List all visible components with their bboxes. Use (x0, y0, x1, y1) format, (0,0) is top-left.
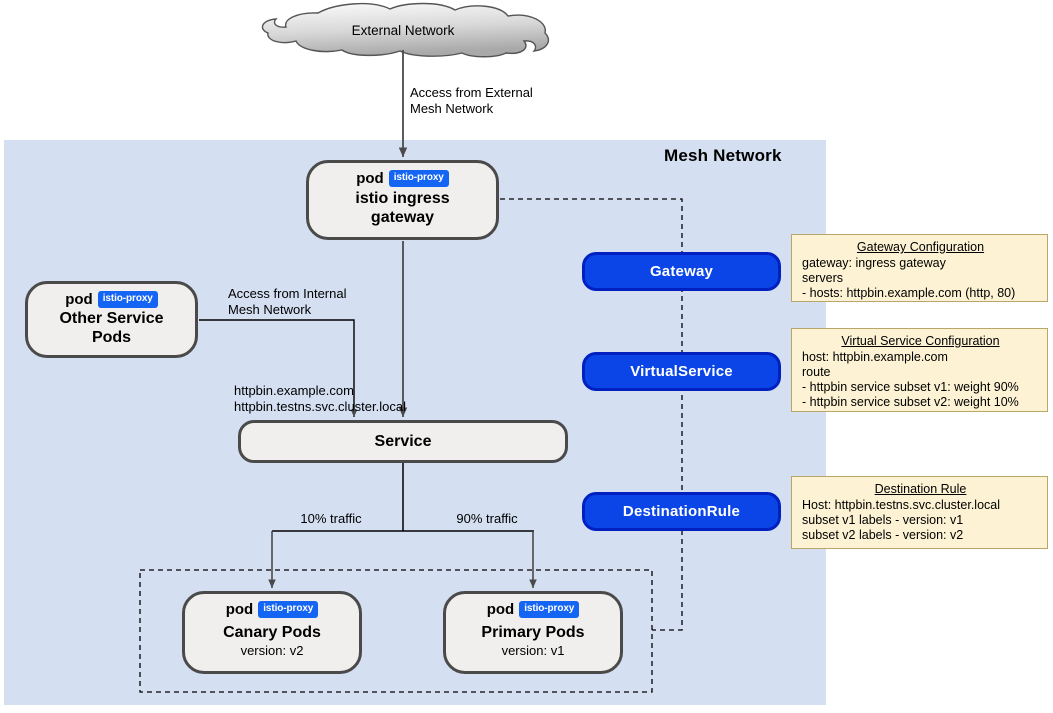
edge-label-primary-traffic: 90% traffic (456, 511, 518, 526)
node-canary-pods[interactable]: pod istio-proxy Canary Pods version: v2 (182, 591, 362, 674)
node-body: Primary Pods version: v1 (481, 623, 584, 659)
node-subtitle: version: v2 (240, 642, 304, 658)
note-destination-rule: Destination Rule Host: httpbin.testns.sv… (791, 476, 1048, 549)
resource-destinationrule[interactable]: DestinationRule (582, 492, 781, 531)
node-other-service-pods[interactable]: pod istio-proxy Other Service Pods (25, 281, 198, 358)
note-line: subset v2 labels - version: v2 (802, 528, 964, 542)
pod-label: pod (65, 291, 93, 308)
istio-proxy-badge: istio-proxy (258, 601, 319, 618)
note-line: - httpbin service subset v1: weight 90% (802, 380, 1019, 394)
resource-virtualservice[interactable]: VirtualService (582, 352, 781, 391)
node-service[interactable]: Service (238, 420, 568, 463)
external-network-cloud (261, 2, 549, 58)
pod-header: pod istio-proxy (356, 170, 449, 187)
pod-label: pod (225, 601, 254, 618)
mesh-network-label: Mesh Network (664, 146, 782, 165)
resource-gateway[interactable]: Gateway (582, 252, 781, 291)
node-subtitle: version: v1 (501, 642, 565, 658)
node-body: Canary Pods version: v2 (223, 623, 321, 659)
edge-otherpods-to-service (199, 319, 358, 417)
note-line: Host: httpbin.testns.svc.cluster.local (802, 498, 1001, 512)
node-primary-pods[interactable]: pod istio-proxy Primary Pods version: v1 (443, 591, 623, 674)
note-virtual-service-configuration: Virtual Service Configuration host: http… (791, 328, 1048, 412)
pods-group-container (139, 569, 653, 693)
edge-label-canary-traffic: 10% traffic (300, 511, 362, 526)
edge-label-external-access: Access from External Mesh Network (410, 85, 533, 116)
note-title: Virtual Service Configuration (841, 334, 1000, 348)
note-line: servers (802, 271, 843, 285)
external-network-label: External Network (351, 23, 455, 38)
pod-header: pod istio-proxy (65, 291, 158, 308)
node-title: Service (374, 433, 432, 450)
pod-label: pod (356, 170, 384, 187)
note-title: Gateway Configuration (856, 240, 985, 254)
istio-proxy-badge: istio-proxy (388, 170, 449, 187)
node-title: istio ingress gateway (355, 190, 450, 226)
node-title: Canary Pods (223, 623, 321, 641)
node-title: Other Service Pods (59, 309, 164, 346)
pod-header: pod istio-proxy (487, 601, 580, 618)
istio-proxy-badge: istio-proxy (97, 291, 158, 308)
note-line: - httpbin service subset v2: weight 10% (802, 395, 1019, 409)
pod-header: pod istio-proxy (226, 601, 319, 618)
edge-control-plane-association (500, 198, 683, 631)
note-line: route (802, 365, 831, 379)
note-title: Destination Rule (874, 482, 967, 496)
note-line: host: httpbin.example.com (802, 350, 948, 364)
note-gateway-configuration: Gateway Configuration gateway: ingress g… (791, 234, 1048, 302)
istio-proxy-badge: istio-proxy (519, 601, 580, 618)
note-line: gateway: ingress gateway (802, 256, 946, 270)
node-istio-ingress-gateway[interactable]: pod istio-proxy istio ingress gateway (306, 160, 499, 240)
edge-label-internal-access: Access from Internal Mesh Network (228, 286, 347, 317)
note-line: - hosts: httpbin.example.com (http, 80) (802, 286, 1016, 300)
node-title: Primary Pods (481, 623, 585, 641)
note-line: subset v1 labels - version: v1 (802, 513, 964, 527)
edge-label-service-hosts: httpbin.example.com httpbin.testns.svc.c… (234, 383, 406, 414)
pod-label: pod (486, 601, 515, 618)
